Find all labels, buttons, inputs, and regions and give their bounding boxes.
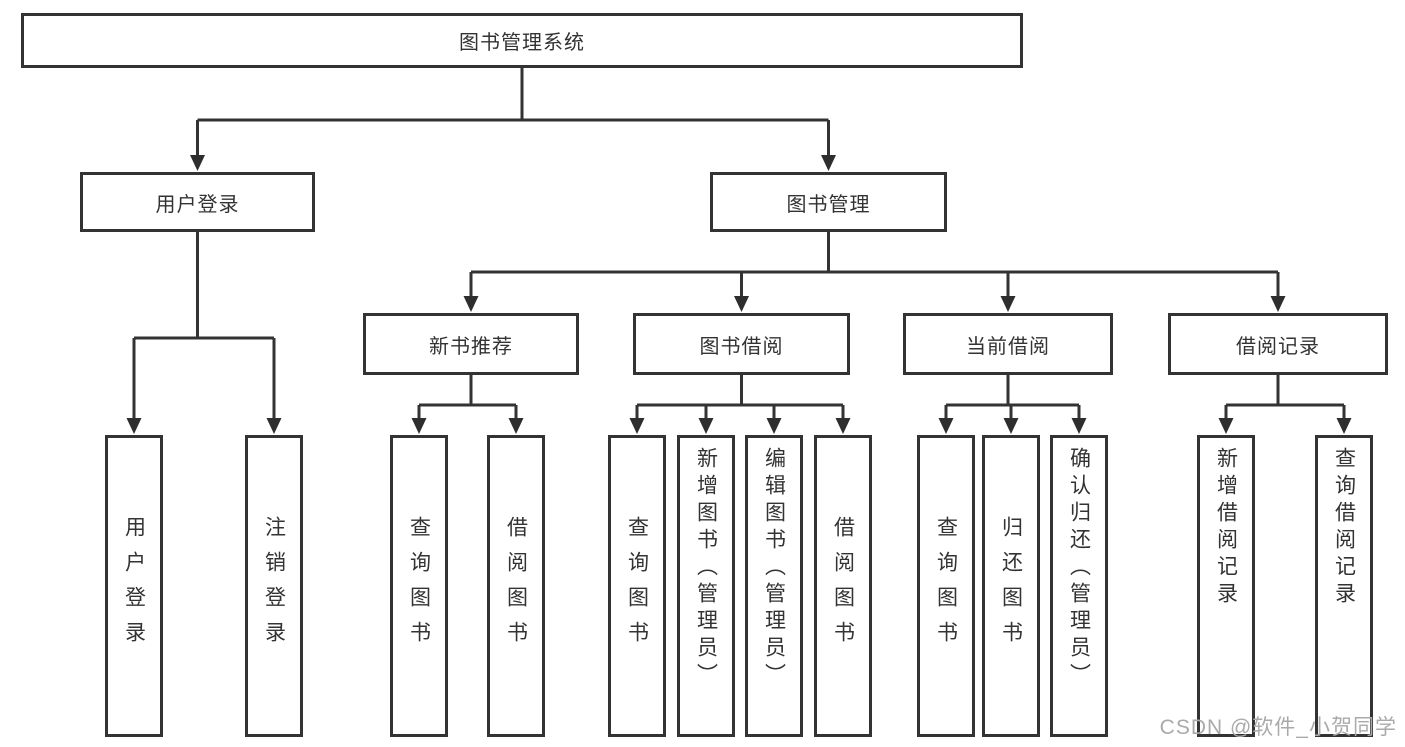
node-label: 图书管理系统 xyxy=(459,32,585,54)
leaf-borrow-books: 借阅图书 xyxy=(814,435,872,737)
node-label: 新增借阅记录 xyxy=(1214,447,1238,609)
node-label: 借阅图书 xyxy=(831,516,855,656)
arrowhead-icon xyxy=(938,418,954,434)
csdn-watermark: CSDN @软件_小贺同学 xyxy=(1159,716,1397,739)
leaf-logout: 注销登录 xyxy=(245,435,303,737)
node-label: 图书管理 xyxy=(786,193,871,216)
node-book-borrowing: 图书借阅 xyxy=(633,313,850,375)
arrowhead-icon xyxy=(821,155,836,171)
node-new-book-recommendation: 新书推荐 xyxy=(363,313,579,375)
arrowhead-icon xyxy=(629,418,645,434)
leaf-return-books: 归还图书 xyxy=(982,435,1040,737)
arrowheads xyxy=(126,155,1352,434)
arrowhead-icon xyxy=(1218,418,1234,434)
node-current-borrowing: 当前借阅 xyxy=(903,313,1113,375)
leaf-borrow-books-recommend: 借阅图书 xyxy=(487,435,545,737)
node-label: 图书借阅 xyxy=(699,335,784,358)
node-label: 查询图书 xyxy=(934,516,958,656)
arrowhead-icon xyxy=(126,418,142,434)
arrowhead-icon xyxy=(1336,418,1352,434)
node-label: 用户登录 xyxy=(122,516,146,656)
arrowhead-icon xyxy=(266,418,282,434)
node-label: 注销登录 xyxy=(262,516,286,656)
arrowhead-icon xyxy=(1000,296,1016,312)
node-label: 新增图书（管理员） xyxy=(694,447,718,690)
node-label: 新书推荐 xyxy=(429,335,513,358)
leaf-query-books-current: 查询图书 xyxy=(917,435,975,737)
arrowhead-icon xyxy=(1071,418,1087,434)
node-borrowing-records: 借阅记录 xyxy=(1168,313,1388,375)
node-label: 借阅记录 xyxy=(1236,335,1320,358)
arrowhead-icon xyxy=(698,418,714,434)
node-label: 当前借阅 xyxy=(966,335,1050,358)
node-label: 查询借阅记录 xyxy=(1332,447,1356,609)
node-user-login: 用户登录 xyxy=(80,172,315,232)
node-label: 借阅图书 xyxy=(504,516,528,656)
leaf-add-books-admin: 新增图书（管理员） xyxy=(677,435,735,737)
arrowhead-icon xyxy=(734,296,749,312)
arrowhead-icon xyxy=(1003,418,1019,434)
leaf-query-books-recommend: 查询图书 xyxy=(390,435,448,737)
node-label: 用户登录 xyxy=(155,193,240,216)
arrowhead-icon xyxy=(411,418,427,434)
arrowhead-icon xyxy=(835,418,851,434)
node-book-management: 图书管理 xyxy=(710,172,947,232)
arrowhead-icon xyxy=(508,418,524,434)
leaf-query-books-borrow: 查询图书 xyxy=(608,435,666,737)
leaf-confirm-return-admin: 确认归还（管理员） xyxy=(1050,435,1108,737)
leaf-add-borrow-record: 新增借阅记录 xyxy=(1197,435,1255,737)
leaf-user-login: 用户登录 xyxy=(105,435,163,737)
arrowhead-icon xyxy=(766,418,782,434)
node-library-management-system: 图书管理系统 xyxy=(21,13,1023,68)
node-label: 编辑图书（管理员） xyxy=(762,447,786,690)
leaf-edit-books-admin: 编辑图书（管理员） xyxy=(745,435,803,737)
arrowhead-icon xyxy=(463,296,479,312)
node-label: 确认归还（管理员） xyxy=(1067,447,1091,690)
node-label: 归还图书 xyxy=(999,516,1023,656)
node-label: 查询图书 xyxy=(407,516,431,656)
leaf-query-borrow-record: 查询借阅记录 xyxy=(1315,435,1373,737)
node-label: 查询图书 xyxy=(625,516,649,656)
arrowhead-icon xyxy=(190,155,205,171)
arrowhead-icon xyxy=(1270,296,1286,312)
